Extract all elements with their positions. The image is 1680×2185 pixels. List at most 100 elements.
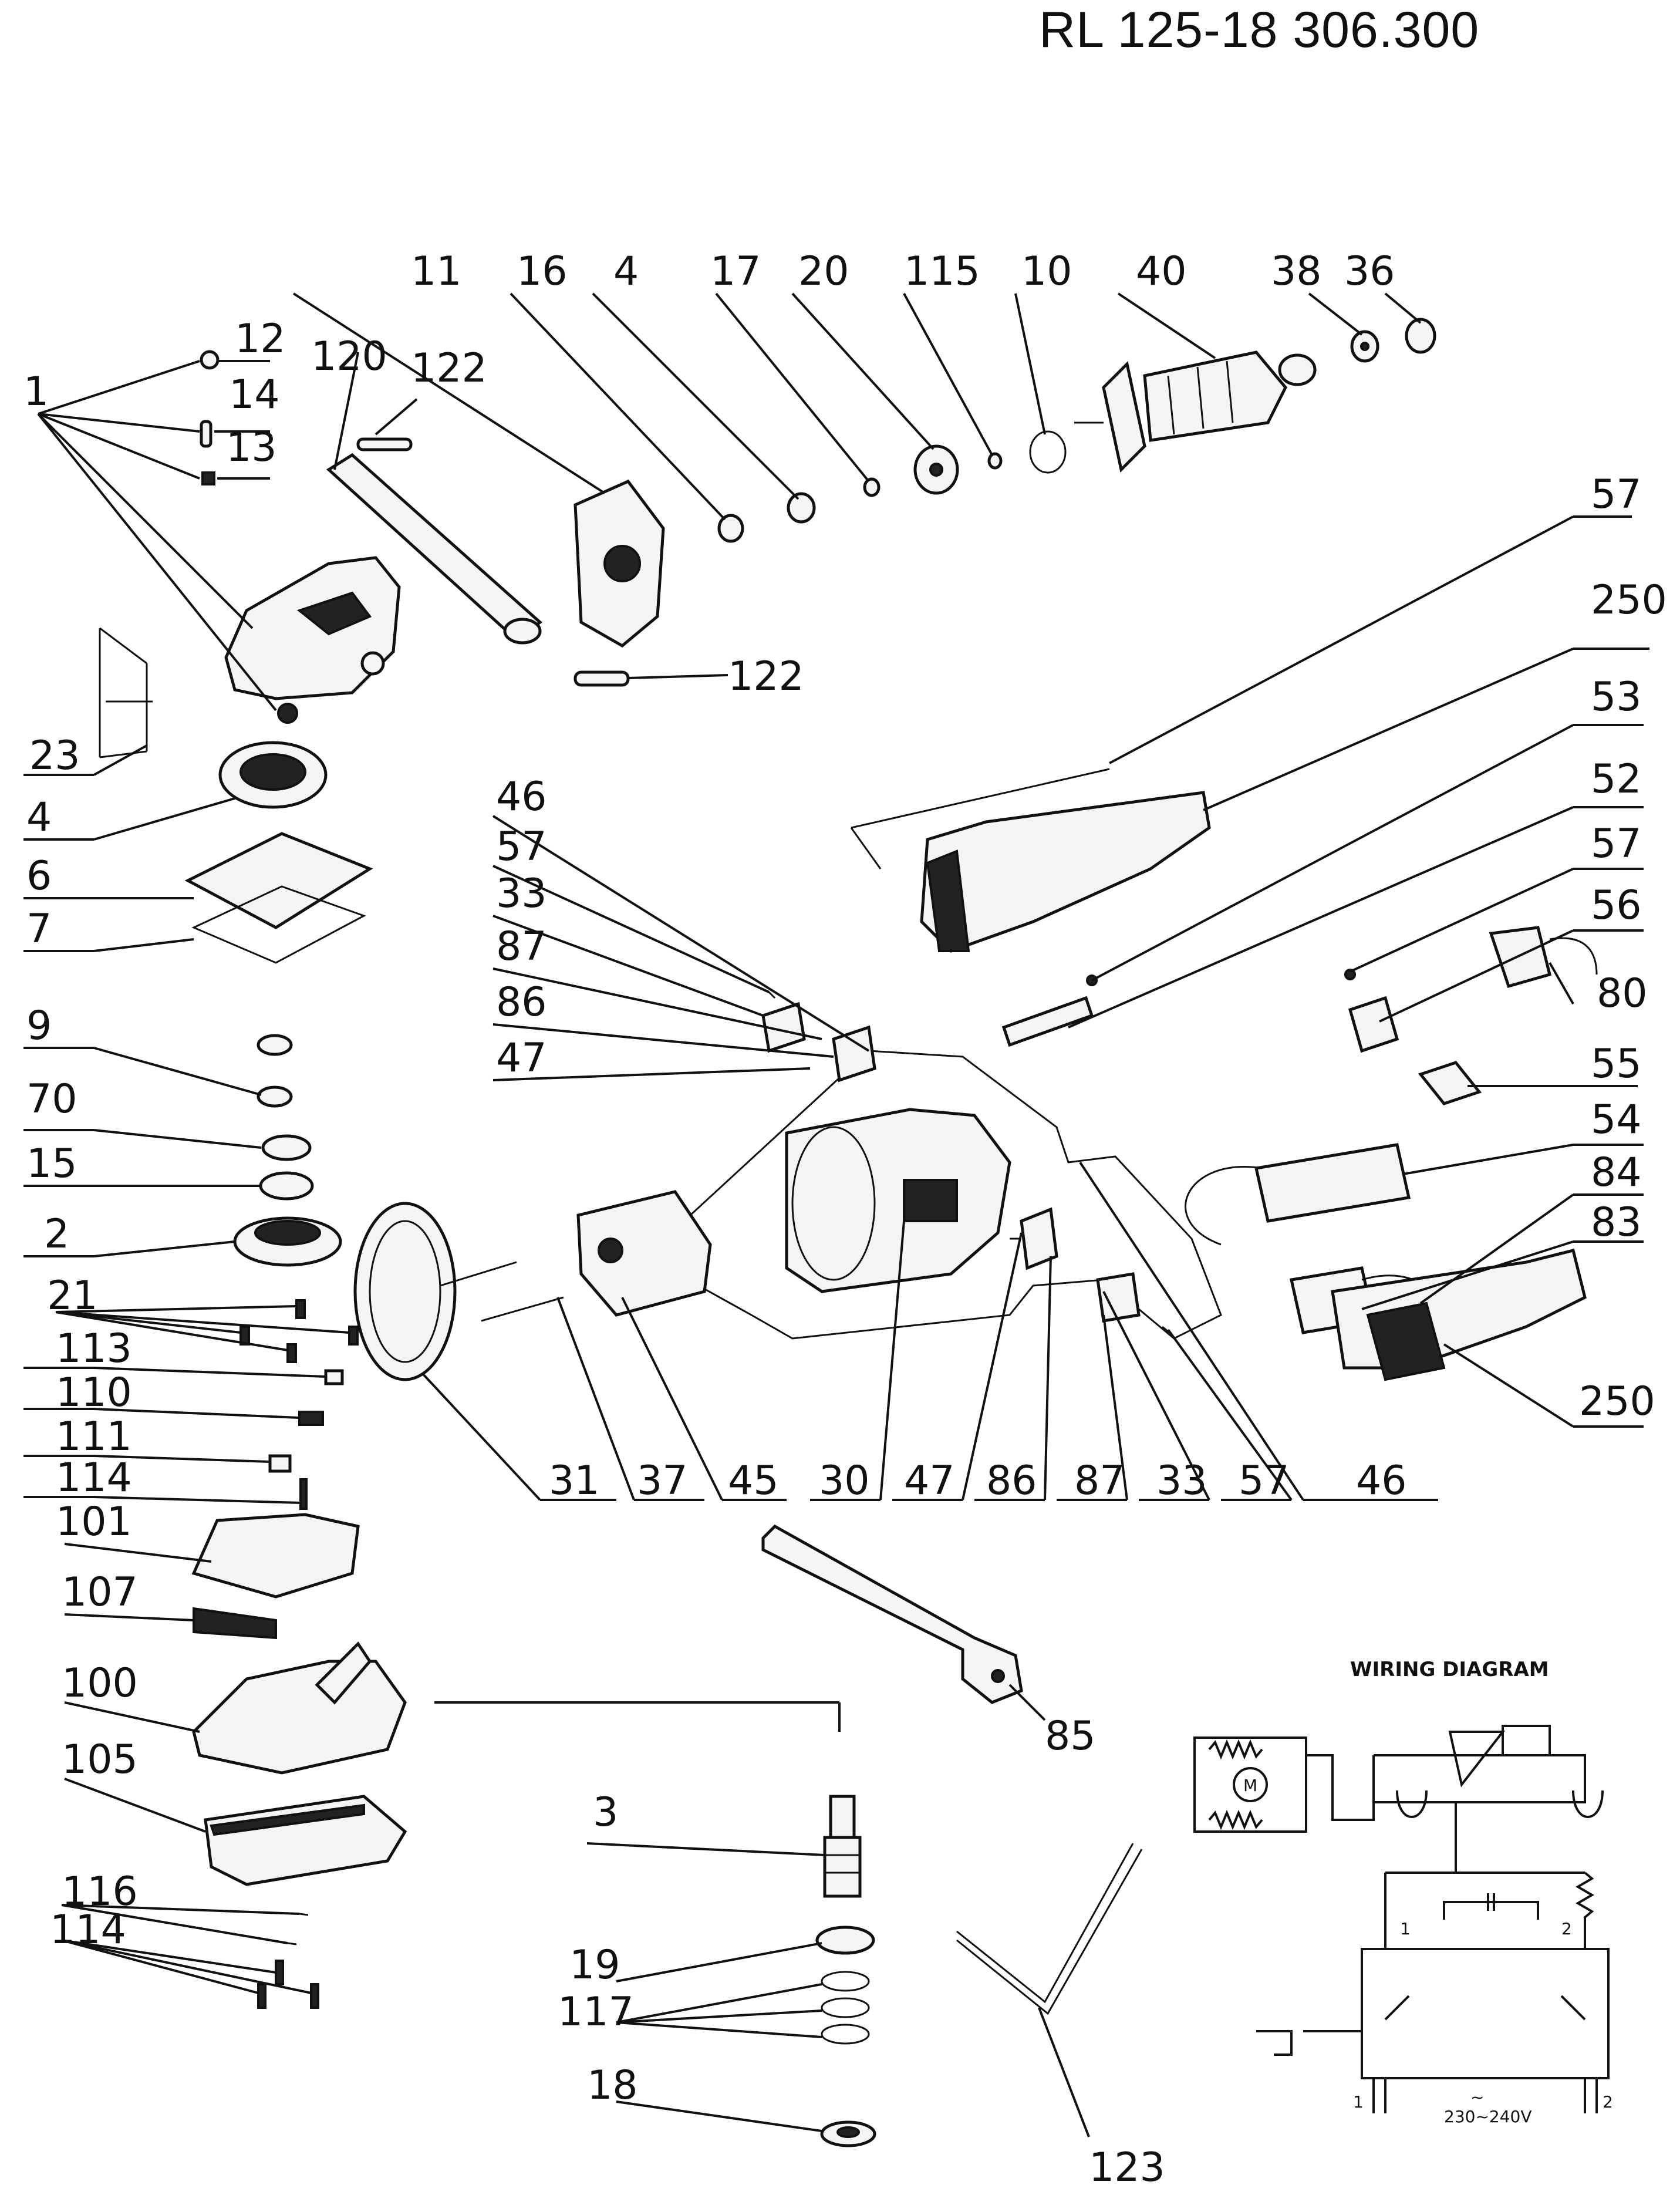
label-14: 14 — [229, 372, 280, 418]
wiring-supply-2: 2 — [1603, 2092, 1613, 2112]
label-113: 113 — [56, 1326, 132, 1372]
wiring-ac-symbol: ~ — [1470, 2088, 1484, 2107]
part-small-nuts — [200, 350, 220, 485]
label-80: 80 — [1597, 970, 1648, 1017]
label-87-b: 87 — [1074, 1458, 1125, 1504]
part-gaskets — [184, 832, 373, 964]
label-23: 23 — [29, 733, 80, 779]
label-250-b: 250 — [1579, 1378, 1655, 1425]
label-85: 85 — [1045, 1713, 1096, 1759]
part-switch-lever — [1001, 975, 1098, 1047]
part-cable-plug — [1344, 926, 1598, 1105]
label-17: 17 — [710, 248, 761, 295]
part-guard-101 — [191, 1513, 360, 1640]
label-84: 84 — [1591, 1149, 1642, 1196]
part-bearing-cover — [218, 741, 328, 809]
label-6: 6 — [26, 853, 52, 899]
label-111: 111 — [56, 1414, 132, 1460]
part-number-labels: 1 12 14 13 120 122 11 16 4 17 20 115 10 … — [23, 248, 1667, 2185]
label-19: 19 — [569, 1942, 620, 1988]
part-screws-21 — [239, 1299, 359, 1510]
label-18: 18 — [587, 2062, 638, 2109]
label-70: 70 — [26, 1076, 77, 1122]
label-13: 13 — [226, 424, 277, 471]
part-baffle-31 — [353, 1202, 457, 1381]
label-47-a: 47 — [496, 1035, 547, 1081]
label-122-mid: 122 — [728, 653, 804, 700]
label-107: 107 — [62, 1569, 138, 1616]
label-123: 123 — [1089, 2144, 1165, 2185]
label-53: 53 — [1591, 674, 1642, 720]
part-guard-band-105 — [204, 1795, 407, 1886]
label-57-b: 57 — [1591, 821, 1642, 867]
part-bearings-9 — [257, 1034, 314, 1201]
label-52: 52 — [1591, 756, 1642, 802]
label-86-a: 86 — [496, 979, 547, 1026]
label-122-top: 122 — [411, 345, 487, 392]
label-20: 20 — [798, 248, 849, 295]
label-57-c: 57 — [496, 824, 547, 870]
label-114-a: 114 — [56, 1455, 132, 1501]
part-bearings-row — [717, 430, 1067, 543]
label-38: 38 — [1271, 248, 1322, 295]
wiring-terminal-1: 1 — [1400, 1919, 1411, 1938]
part-handle-top-250 — [850, 768, 1211, 953]
label-250-a: 250 — [1591, 577, 1667, 623]
leader-lines — [23, 292, 1649, 2137]
label-86-b: 86 — [986, 1458, 1037, 1504]
label-4-left: 4 — [26, 794, 52, 841]
label-45: 45 — [728, 1458, 779, 1504]
part-hex-key-123 — [956, 1843, 1143, 2015]
page-title: RL 125-18 306.300 — [1039, 2, 1480, 58]
label-3: 3 — [593, 1789, 618, 1836]
part-bearings-38-36 — [1350, 318, 1436, 363]
label-12: 12 — [235, 316, 286, 362]
label-87-a: 87 — [496, 923, 547, 970]
label-33-b: 33 — [1156, 1458, 1207, 1504]
label-40: 40 — [1136, 248, 1187, 295]
label-117: 117 — [558, 1989, 634, 2035]
label-15: 15 — [26, 1141, 77, 1187]
label-9: 9 — [26, 1003, 52, 1049]
part-washers-19-117 — [815, 1926, 875, 2045]
label-55: 55 — [1591, 1041, 1642, 1087]
label-105: 105 — [62, 1736, 138, 1783]
wiring-diagram: WIRING DIAGRAM M 1 2 1 2 ~ — [1193, 1658, 1613, 2126]
label-57-d: 57 — [1239, 1458, 1290, 1504]
label-101: 101 — [56, 1499, 132, 1545]
part-stator-screws-37 — [440, 1261, 564, 1322]
label-4-top: 4 — [613, 248, 639, 295]
label-46-a: 46 — [496, 774, 547, 820]
label-120: 120 — [311, 333, 387, 380]
label-36: 36 — [1344, 248, 1395, 295]
part-armature-40 — [1074, 350, 1317, 473]
part-spindle-120 — [326, 453, 542, 645]
wiring-diagram-title: WIRING DIAGRAM — [1350, 1658, 1549, 1681]
label-116: 116 — [62, 1869, 138, 1915]
label-110: 110 — [56, 1370, 132, 1416]
part-wrench-85 — [761, 1524, 1023, 1704]
part-handle-bottom-250 — [1331, 1248, 1587, 1381]
label-114-b: 114 — [50, 1907, 126, 1953]
label-1: 1 — [23, 369, 49, 415]
label-37: 37 — [637, 1458, 688, 1504]
label-30: 30 — [819, 1458, 870, 1504]
label-47-b: 47 — [904, 1458, 955, 1504]
part-pin-122-top — [356, 437, 413, 451]
label-46-b: 46 — [1356, 1458, 1407, 1504]
label-83: 83 — [1591, 1199, 1642, 1246]
part-flange-2 — [233, 1216, 342, 1267]
part-gear-housing — [224, 556, 401, 724]
part-screws-23 — [99, 627, 153, 758]
part-spindle-3 — [823, 1795, 862, 1898]
wiring-voltage: 230~240V — [1444, 2107, 1532, 2126]
label-33-a: 33 — [496, 871, 547, 917]
part-nut-18 — [820, 2120, 876, 2147]
motor-symbol: M — [1243, 1776, 1257, 1795]
part-switch-54 — [1185, 1143, 1411, 1246]
label-16: 16 — [517, 248, 568, 295]
label-10: 10 — [1021, 248, 1072, 295]
label-31: 31 — [549, 1458, 600, 1504]
part-motor-housing-30 — [785, 1108, 1011, 1293]
